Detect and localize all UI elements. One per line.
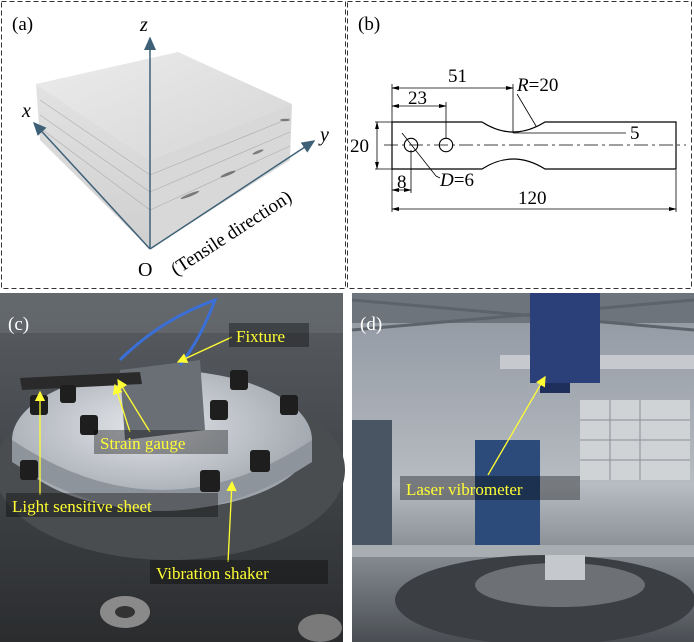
light-sensitive-sheet [20,372,142,390]
bolts [20,370,298,492]
dim-8: 8 [397,172,407,193]
dim-5: 5 [630,123,640,144]
x-axis-arrow [32,121,151,250]
panel-c-label: (c) [8,314,29,335]
y-axis-label: y [318,124,329,146]
lower-rail [352,545,694,557]
dimension-lines [375,84,677,212]
dim-diameter: D=6 [439,170,474,191]
dim-20: 20 [350,136,369,157]
dim-23: 23 [408,88,427,109]
specimen-outline [391,121,677,170]
dim-120: 120 [518,188,547,209]
panel-a: (a) z x y O (Tensile direction) [1,1,346,289]
z-axis-label: z [139,14,148,36]
dim-51: 51 [448,66,467,87]
laser-vibrometer [530,293,600,383]
blue-cylinder [475,440,540,545]
x-axis-label: x [21,100,31,122]
light-sensitive-sheet-label: Light sensitive sheet [12,497,152,516]
y-axis-arrow [149,140,316,250]
strain-gauge-label: Strain gauge [100,434,185,453]
laser-arrow [487,375,546,476]
fixture-label: Fixture [236,327,285,346]
panel-b-label: (b) [358,14,380,35]
panel-c-photo: Fixture Strain gauge Light sensitive she… [0,293,345,642]
panel-a-border [1,1,346,289]
panel-d-photo: Laser vibrometer (d) [351,293,694,642]
vibration-shaker-label: Vibration shaker [156,564,269,583]
origin-label: O [138,259,152,281]
panel-b-border [347,1,692,289]
annotation-arrows-c [34,336,237,563]
dim-radius: R=20 [516,75,558,96]
panel-a-label: (a) [12,14,33,35]
panel-d-label: (d) [360,314,382,335]
panel-b: (b) 51 23 R=20 5 20 8 D=6 120 [347,1,692,289]
fixture-block [120,360,205,440]
microstructure-block [36,52,292,249]
laser-vibrometer-label: Laser vibrometer [406,480,523,499]
shaker-disc [12,370,312,510]
